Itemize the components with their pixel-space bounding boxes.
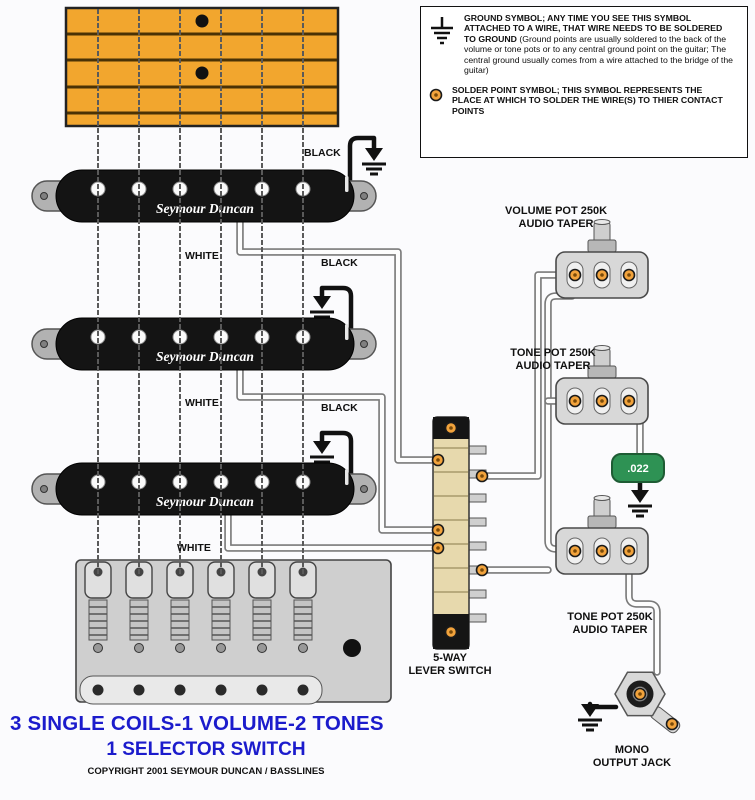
footer: 3 SINGLE COILS-1 VOLUME-2 TONES 1 SELECT… bbox=[10, 712, 402, 777]
pickup-brand-label: Seymour Duncan bbox=[156, 201, 254, 216]
wire-switch-to-volume bbox=[483, 272, 575, 479]
diagram-title-line2: 1 SELECTOR SWITCH bbox=[106, 739, 306, 760]
legend-ground-normal: (Ground points are usually soldered to t… bbox=[464, 33, 733, 76]
label-white-middle: WHITE bbox=[185, 397, 219, 409]
legend-box: GROUND SYMBOL; ANY TIME YOU SEE THIS SYM… bbox=[420, 6, 748, 158]
wire-black-bridge bbox=[319, 430, 354, 478]
volume-pot-label-line1: VOLUME POT 250K bbox=[505, 205, 607, 217]
switch-label-line1: 5-WAY bbox=[433, 652, 467, 664]
legend-ground-text: GROUND SYMBOL; ANY TIME YOU SEE THIS SYM… bbox=[464, 13, 736, 76]
solder-point bbox=[595, 268, 609, 282]
copyright-text: COPYRIGHT 2001 SEYMOUR DUNCAN / BASSLINE… bbox=[87, 766, 325, 777]
pickup-brand-label: Seymour Duncan bbox=[156, 494, 254, 509]
solder-point bbox=[568, 544, 582, 558]
guitar-strings bbox=[97, 9, 304, 574]
volume-pot-label-line2: AUDIO TAPER bbox=[519, 218, 594, 230]
legend-solder-bold: SOLDER POINT SYMBOL; THIS SYMBOL REPRESE… bbox=[452, 84, 723, 116]
solder-point bbox=[622, 268, 636, 282]
switch-label-line2: LEVER SWITCH bbox=[408, 665, 491, 677]
legend-solder-text: SOLDER POINT SYMBOL; THIS SYMBOL REPRESE… bbox=[452, 85, 724, 116]
pickup-middle: Seymour Duncan bbox=[31, 317, 377, 371]
wire-to-output-jack bbox=[626, 571, 660, 675]
label-white-neck: WHITE bbox=[185, 250, 219, 262]
solder-point bbox=[431, 541, 445, 555]
wire-black-middle bbox=[319, 285, 354, 333]
pickup-brand-label: Seymour Duncan bbox=[156, 349, 254, 364]
solder-point bbox=[444, 421, 458, 435]
wire-white-bridge bbox=[225, 511, 439, 551]
wire-pot-bus bbox=[545, 293, 575, 552]
solder-point bbox=[444, 625, 458, 639]
ground-symbol-capacitor bbox=[626, 488, 654, 518]
wire-white-middle bbox=[237, 365, 439, 533]
fretboard bbox=[64, 6, 340, 128]
diagram-title-line1: 3 SINGLE COILS-1 VOLUME-2 TONES bbox=[10, 712, 384, 735]
label-black-neck: BLACK bbox=[304, 147, 341, 159]
fret-marker-dot bbox=[195, 66, 209, 80]
solder-point bbox=[475, 469, 489, 483]
volume-pot bbox=[555, 218, 649, 299]
ground-wires bbox=[308, 135, 654, 732]
jack-label-line1: MONO bbox=[615, 744, 650, 756]
legend-ground-row: GROUND SYMBOL; ANY TIME YOU SEE THIS SYM… bbox=[428, 13, 740, 76]
tone-pot-2-label-line1: TONE POT 250K bbox=[567, 611, 652, 623]
solder-point bbox=[622, 544, 636, 558]
label-black-bridge: BLACK bbox=[321, 402, 358, 414]
solder-point bbox=[633, 687, 647, 701]
solder-point bbox=[665, 717, 679, 731]
solder-point-icon bbox=[429, 88, 443, 101]
solder-point bbox=[568, 394, 582, 408]
legend-ground-bold: GROUND SYMBOL; ANY TIME YOU SEE THIS SYM… bbox=[464, 13, 723, 44]
legend-solder-row: SOLDER POINT SYMBOL; THIS SYMBOL REPRESE… bbox=[428, 85, 740, 116]
tone-pot-1-label-line1: TONE POT 250K bbox=[510, 347, 595, 359]
capacitor-value: .022 bbox=[627, 463, 648, 475]
fret-marker-dot bbox=[195, 14, 209, 28]
pickup-bridge: Seymour Duncan bbox=[31, 462, 377, 516]
tone-pot-1-label-line2: AUDIO TAPER bbox=[516, 360, 591, 372]
tremolo-arm-hole bbox=[343, 639, 361, 657]
ground-symbol-icon bbox=[431, 17, 453, 45]
ground-symbol-neck bbox=[360, 146, 388, 176]
capacitor: .022 bbox=[611, 453, 665, 483]
pickup-neck: Seymour Duncan bbox=[31, 169, 377, 223]
solder-point bbox=[622, 394, 636, 408]
string-ferrule-strip bbox=[79, 675, 323, 705]
wire-black-neck bbox=[347, 135, 377, 187]
bridge-assembly bbox=[75, 559, 392, 705]
wire-white-neck bbox=[237, 219, 439, 463]
solder-point bbox=[431, 453, 445, 467]
solder-point bbox=[595, 394, 609, 408]
selector-switch bbox=[432, 416, 487, 650]
tone-pot-2-label-line2: AUDIO TAPER bbox=[573, 624, 648, 636]
label-black-middle: BLACK bbox=[321, 257, 358, 269]
label-white-bridge: WHITE bbox=[177, 542, 211, 554]
solder-point bbox=[431, 523, 445, 537]
solder-point bbox=[475, 563, 489, 577]
solder-point bbox=[595, 544, 609, 558]
jack-label-line2: OUTPUT JACK bbox=[593, 757, 671, 769]
solder-point bbox=[568, 268, 582, 282]
